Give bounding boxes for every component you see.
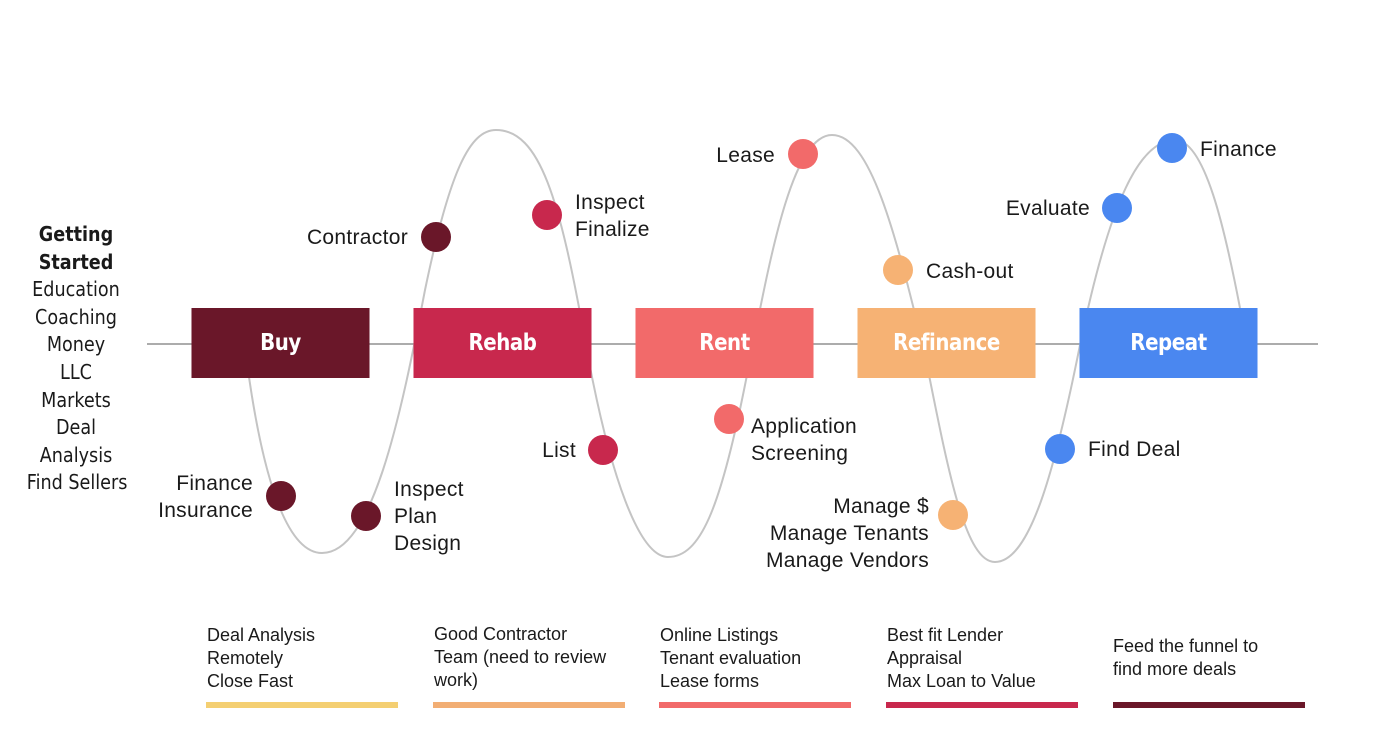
- label-evaluate: Evaluate: [1005, 197, 1090, 220]
- step-dot-find-deal: [1045, 434, 1075, 464]
- step-dot-evaluate: [1102, 193, 1132, 223]
- label-line: Application: [751, 415, 858, 438]
- note-bar-rehab: [433, 702, 625, 708]
- label-line: Finalize: [575, 218, 650, 241]
- list-item: Markets: [41, 387, 111, 412]
- getting-started-list: Getting Started Education Coaching Money…: [20, 221, 132, 497]
- label-line: Manage Vendors: [766, 549, 929, 572]
- stage-rehab: Rehab: [413, 308, 592, 378]
- label-line: Plan: [394, 505, 438, 528]
- step-dot-manage: [938, 500, 968, 530]
- step-dot-cash-out: [883, 255, 913, 285]
- label-line: Manage $: [833, 495, 929, 518]
- step-dot-inspect-finalize: [532, 200, 562, 230]
- label-inspect-finalize: Inspect Finalize: [575, 189, 650, 243]
- note-line: Team (need to review: [434, 647, 607, 667]
- note-buy: Deal Analysis Remotely Close Fast: [207, 624, 407, 693]
- note-line: work): [434, 670, 478, 690]
- label-application-screening: Application Screening: [751, 413, 857, 467]
- stage-label-refinance: Refinance: [893, 330, 1000, 356]
- label-finance: Finance: [1200, 138, 1277, 161]
- list-item: Find Sellers: [26, 470, 128, 495]
- list-item: Coaching: [35, 304, 117, 329]
- label-line: Inspect: [394, 478, 464, 501]
- note-line: Deal Analysis: [207, 625, 316, 645]
- note-line: Good Contractor: [434, 624, 568, 644]
- note-bar-rent: [659, 702, 851, 708]
- step-dot-inspect-plan-design: [351, 501, 381, 531]
- list-item: Money: [46, 332, 106, 357]
- label-line: Inspect: [575, 191, 645, 214]
- label-contractor: Contractor: [306, 226, 408, 249]
- stage-refinance: Refinance: [857, 308, 1036, 378]
- note-line: Best fit Lender: [887, 625, 1004, 645]
- label-find-deal: Find Deal: [1088, 438, 1181, 461]
- step-dot-lease: [788, 139, 818, 169]
- step-dot-finance-insurance: [266, 481, 296, 511]
- step-dot-finance: [1157, 133, 1187, 163]
- note-line: Max Loan to Value: [887, 671, 1036, 691]
- label-line: Manage Tenants: [769, 522, 929, 545]
- note-bar-buy: [206, 702, 398, 708]
- list-item: LLC: [60, 359, 92, 384]
- note-refinance: Best fit Lender Appraisal Max Loan to Va…: [887, 624, 1087, 693]
- stage-label-repeat: Repeat: [1130, 330, 1207, 356]
- step-dot-application: [714, 404, 744, 434]
- stage-label-rent: Rent: [699, 330, 750, 356]
- note-line: Feed the funnel to: [1113, 636, 1259, 656]
- note-rehab: Good Contractor Team (need to review wor…: [434, 623, 634, 692]
- label-line: Finance: [176, 472, 253, 495]
- note-line: Lease forms: [660, 671, 760, 691]
- stage-buy: Buy: [191, 308, 370, 378]
- list-item: Analysis: [39, 442, 113, 467]
- label-finance-insurance: Finance Insurance: [158, 470, 253, 524]
- label-manage: Manage $ Manage Tenants Manage Vendors: [766, 493, 929, 574]
- step-dot-contractor: [421, 222, 451, 252]
- note-line: Remotely: [207, 648, 284, 668]
- note-bar-repeat: [1113, 702, 1305, 708]
- label-line: Insurance: [158, 499, 253, 522]
- label-list: List: [542, 439, 576, 462]
- list-item: Deal: [55, 415, 97, 440]
- label-inspect-plan-design: Inspect Plan Design: [394, 476, 464, 557]
- note-line: Close Fast: [207, 671, 294, 691]
- list-item: Education: [32, 277, 120, 302]
- getting-started-title-line-2: Started: [38, 249, 114, 274]
- note-line: Appraisal: [887, 648, 963, 668]
- note-line: Tenant evaluation: [660, 648, 802, 668]
- stage-repeat: Repeat: [1079, 308, 1258, 378]
- stage-label-buy: Buy: [260, 330, 301, 356]
- note-line: Online Listings: [660, 625, 779, 645]
- label-line: Screening: [751, 442, 849, 465]
- label-line: Design: [394, 532, 462, 555]
- stage-rent: Rent: [635, 308, 814, 378]
- note-repeat: Feed the funnel to find more deals: [1113, 635, 1313, 681]
- label-cash-out: Cash-out: [926, 260, 1014, 283]
- step-dot-list: [588, 435, 618, 465]
- getting-started-title-line-1: Getting: [38, 222, 114, 246]
- note-rent: Online Listings Tenant evaluation Lease …: [660, 624, 860, 693]
- stage-label-rehab: Rehab: [468, 330, 537, 356]
- note-line: find more deals: [1113, 659, 1237, 679]
- label-lease: Lease: [716, 144, 775, 167]
- note-bar-refinance: [886, 702, 1078, 708]
